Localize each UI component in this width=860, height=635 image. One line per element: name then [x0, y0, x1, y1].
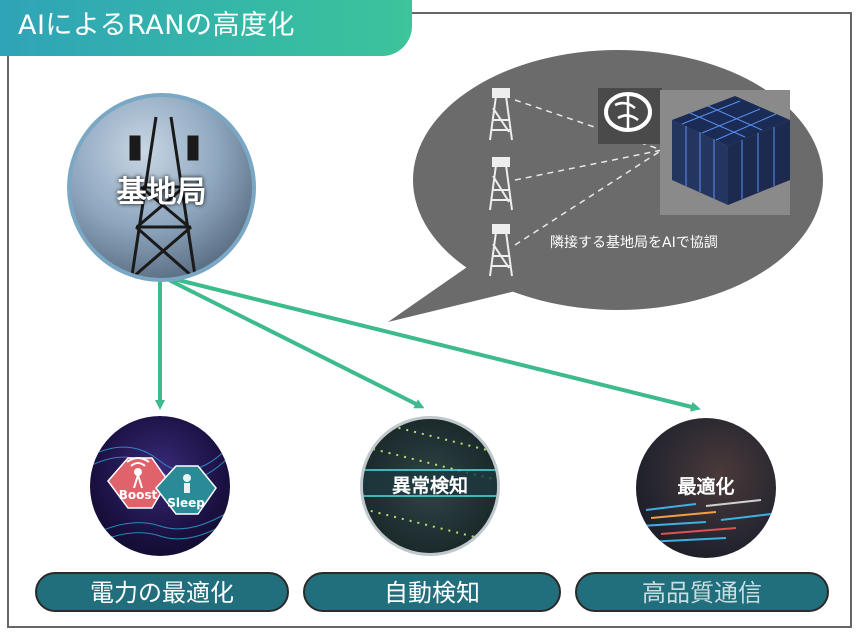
server-cluster-icon	[660, 90, 790, 215]
anomaly-graphic	[363, 423, 497, 544]
title-tab: AIによるRANの高度化	[0, 0, 412, 56]
boost-badge: Boost	[118, 488, 158, 502]
power-optimization-pill: 電力の最適化	[35, 572, 289, 612]
optimize-label: 最適化	[677, 476, 735, 498]
antenna-icon	[126, 457, 150, 489]
power-graphic	[90, 445, 230, 547]
base-station-label: 基地局	[116, 175, 207, 210]
anomaly-circle: 異常検知	[360, 416, 500, 556]
high-quality-comm-pill: 高品質通信	[575, 572, 829, 612]
power-circle: Boost Sleep	[90, 416, 230, 556]
tower-icon	[489, 88, 513, 141]
base-station-circle: 基地局	[67, 93, 256, 282]
auto-detection-pill: 自動検知	[303, 572, 561, 612]
tower-icon	[489, 157, 513, 211]
arrow-to-anomaly	[164, 276, 425, 409]
optimize-graphic	[640, 499, 772, 543]
link-lines	[514, 99, 663, 246]
sleep-badge: Sleep	[167, 496, 205, 510]
ai-brain-icon	[598, 88, 662, 144]
optimize-circle: 最適化	[636, 418, 776, 558]
person-icon	[183, 474, 191, 493]
arrow-to-optimize	[169, 276, 701, 412]
tower-photo-icon	[129, 116, 199, 278]
arrows	[155, 276, 701, 412]
tower-icon	[489, 224, 513, 277]
cloud-caption: 隣接する基地局をAIで協調	[550, 235, 718, 251]
anomaly-label: 異常検知	[391, 475, 468, 497]
